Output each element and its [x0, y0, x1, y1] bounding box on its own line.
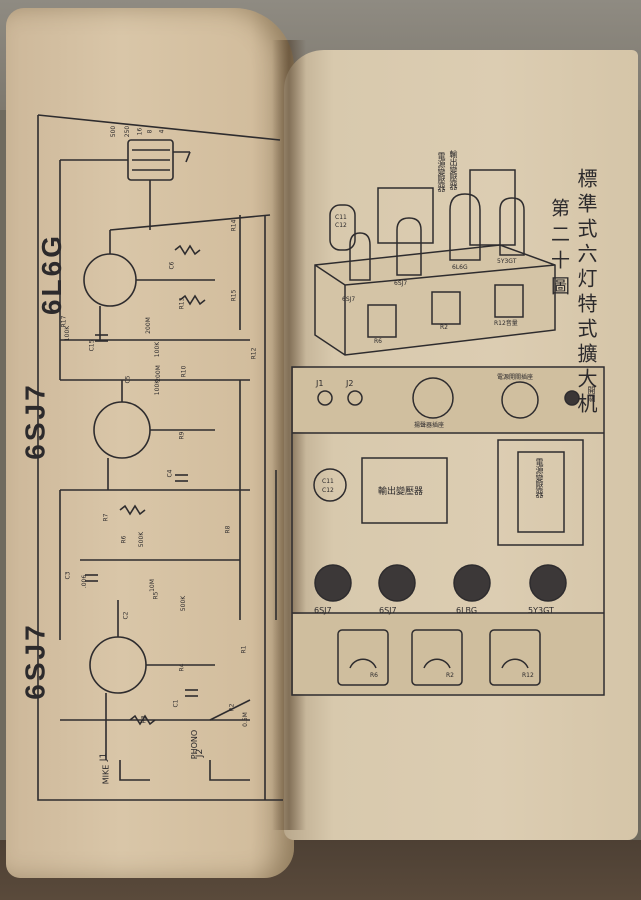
perspective-tube-label-6sj7-b: 6SJ7 — [394, 280, 408, 287]
schematic-frame-left — [37, 115, 283, 801]
perspective-tube-5y3gt — [499, 197, 525, 256]
panel-power-socket-symbol — [501, 381, 539, 419]
callout-output-transformer: 輸出變壓器 — [449, 150, 458, 190]
panel-speaker-socket-label: 揚聲器插座 — [414, 422, 445, 429]
panel-jack-j2-symbol — [347, 390, 363, 406]
perspective-knob-r6 — [367, 304, 397, 338]
perspective-knob-label-r12: R12音量 — [494, 320, 518, 327]
panel-knob-r12-symbol — [489, 629, 541, 686]
panel-socket-6lbg — [453, 564, 491, 602]
panel-tube-label-6sj7-b: 6SJ7 — [379, 606, 397, 615]
panel-power-socket-label: 電源開關插座 — [497, 374, 534, 381]
panel-cap-label-c11: C11 — [322, 478, 334, 485]
panel-knob-r6-symbol — [337, 629, 389, 686]
perspective-power-transformer — [469, 169, 516, 246]
panel-jack-label-j2: J2 — [346, 379, 354, 388]
perspective-knob-label-r2: R2 — [440, 324, 448, 331]
panel-jack-label-j1: J1 — [316, 379, 324, 388]
panel-output-transformer-label: 輸出變壓器 — [378, 487, 424, 497]
panel-switch-label: 開關 — [587, 386, 596, 402]
panel-power-transformer-symbol — [497, 439, 584, 546]
callout-c12: C12 — [335, 222, 347, 229]
perspective-tube-label-5y3gt: 5Y3GT — [497, 258, 517, 265]
panel-socket-5y3gt — [529, 564, 567, 602]
callout-power-transformer: 電源變壓器 — [437, 152, 446, 192]
panel-jack-j1-symbol — [317, 390, 333, 406]
panel-speaker-socket-symbol — [412, 377, 454, 419]
perspective-tube-6sj7-b — [396, 217, 422, 276]
panel-power-transformer-label: 電源變壓器 — [535, 458, 544, 498]
perspective-cap-c11-c12 — [329, 204, 356, 251]
panel-knob-label-r6: R6 — [370, 672, 378, 679]
panel-output-transformer-symbol — [361, 457, 448, 524]
panel-knob-r2-symbol — [411, 629, 463, 686]
perspective-tube-6sj7-a — [349, 232, 371, 281]
chassis-top-view — [291, 366, 605, 696]
chassis-perspective — [314, 169, 556, 356]
left-page — [6, 8, 294, 878]
panel-tube-label-5y3gt: 5Y3GT — [528, 606, 554, 615]
book-title: 標準式六灯特式擴大机 — [574, 168, 598, 418]
perspective-tube-label-6l6g: 6L6G — [452, 264, 468, 271]
callout-c11: C11 — [335, 214, 347, 221]
panel-knob-label-r12: R12 — [522, 672, 534, 679]
panel-tube-label-6sj7-a: 6SJ7 — [314, 606, 332, 615]
perspective-knob-r2 — [431, 291, 461, 325]
panel-socket-6sj7-b — [378, 564, 416, 602]
perspective-tube-label-6sj7-a: 6SJ7 — [342, 296, 356, 303]
panel-tube-label-6lbg: 6LBG — [456, 606, 478, 615]
perspective-output-transformer — [377, 187, 434, 244]
perspective-tube-6l6g — [449, 193, 481, 261]
panel-switch-symbol — [564, 390, 580, 406]
schematic-frame-top — [37, 114, 281, 141]
panel-socket-6sj7-a — [314, 564, 352, 602]
panel-cap-label-c12: C12 — [322, 487, 334, 494]
panel-cap-c11-c12-symbol — [313, 468, 347, 502]
panel-knob-label-r2: R2 — [446, 672, 454, 679]
perspective-knob-label-r6: R6 — [374, 338, 382, 345]
perspective-knob-r12 — [494, 284, 524, 318]
figure-number: 第二十圖 — [548, 198, 570, 302]
output-transformer-symbol — [59, 139, 191, 380]
book-gutter — [272, 40, 306, 830]
right-page — [284, 50, 638, 840]
